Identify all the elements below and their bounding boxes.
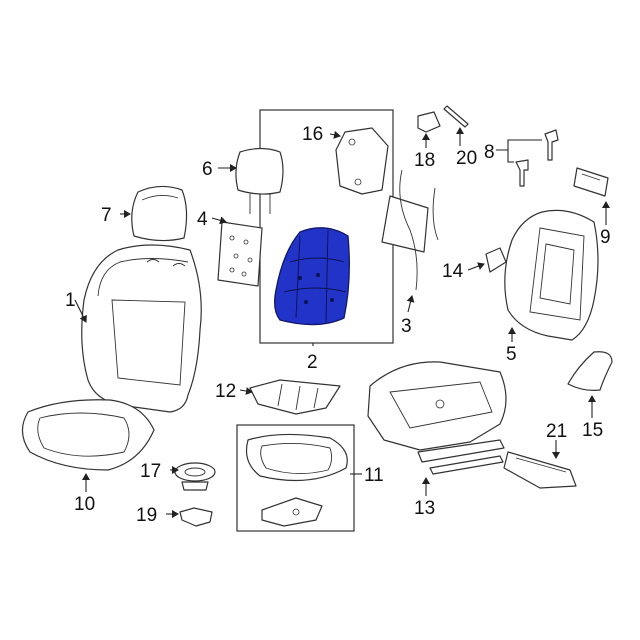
callout-14: 14 bbox=[442, 261, 464, 282]
part-seat-back-cover[interactable] bbox=[81, 244, 202, 413]
part-seat-back-pad-highlighted[interactable] bbox=[274, 227, 350, 326]
part-connector-9[interactable] bbox=[573, 167, 609, 197]
part-seat-cushion-pad-11[interactable] bbox=[245, 433, 348, 527]
callout-3: 3 bbox=[401, 316, 412, 337]
part-side-shield-15[interactable] bbox=[567, 351, 613, 391]
part-seat-back-frame-5[interactable] bbox=[504, 209, 599, 341]
callout-11: 11 bbox=[364, 465, 384, 486]
part-seat-cushion-cover-10[interactable] bbox=[21, 399, 155, 471]
group-box-part-11 bbox=[236, 424, 355, 532]
part-sensor-19[interactable] bbox=[179, 507, 213, 527]
part-bolts-8[interactable] bbox=[515, 129, 559, 187]
callout-12: 12 bbox=[215, 381, 236, 402]
callout-2: 2 bbox=[307, 352, 318, 373]
callout-17: 17 bbox=[140, 461, 161, 482]
part-rod-20[interactable] bbox=[443, 105, 469, 128]
part-seat-track-13[interactable] bbox=[367, 361, 507, 475]
part-guide-plate-4[interactable] bbox=[217, 221, 263, 287]
leader-lines bbox=[74, 127, 610, 518]
part-speaker-17[interactable] bbox=[174, 462, 216, 491]
part-back-panel-16[interactable] bbox=[335, 127, 389, 195]
callout-1: 1 bbox=[65, 290, 76, 311]
part-headrest-6[interactable] bbox=[235, 147, 284, 215]
part-lumbar-12[interactable] bbox=[249, 379, 341, 415]
callout-21: 21 bbox=[546, 421, 567, 442]
part-wiring-3[interactable] bbox=[381, 169, 439, 291]
callout-15: 15 bbox=[582, 420, 603, 441]
callout-16: 16 bbox=[302, 124, 323, 145]
callout-8: 8 bbox=[484, 142, 495, 163]
callout-6: 6 bbox=[202, 159, 213, 180]
callout-18: 18 bbox=[414, 150, 435, 171]
callout-13: 13 bbox=[414, 498, 435, 519]
callout-7: 7 bbox=[101, 205, 112, 226]
callout-5: 5 bbox=[506, 344, 517, 365]
part-headrest-7[interactable] bbox=[131, 185, 188, 242]
callout-20: 20 bbox=[456, 148, 477, 169]
callout-19: 19 bbox=[136, 505, 157, 526]
part-clip-18[interactable] bbox=[417, 111, 441, 133]
callout-9: 9 bbox=[600, 227, 611, 248]
callout-4: 4 bbox=[197, 209, 208, 230]
part-bracket-14[interactable] bbox=[485, 247, 507, 273]
callout-10: 10 bbox=[74, 494, 95, 515]
part-trim-panel-21[interactable] bbox=[503, 451, 577, 489]
